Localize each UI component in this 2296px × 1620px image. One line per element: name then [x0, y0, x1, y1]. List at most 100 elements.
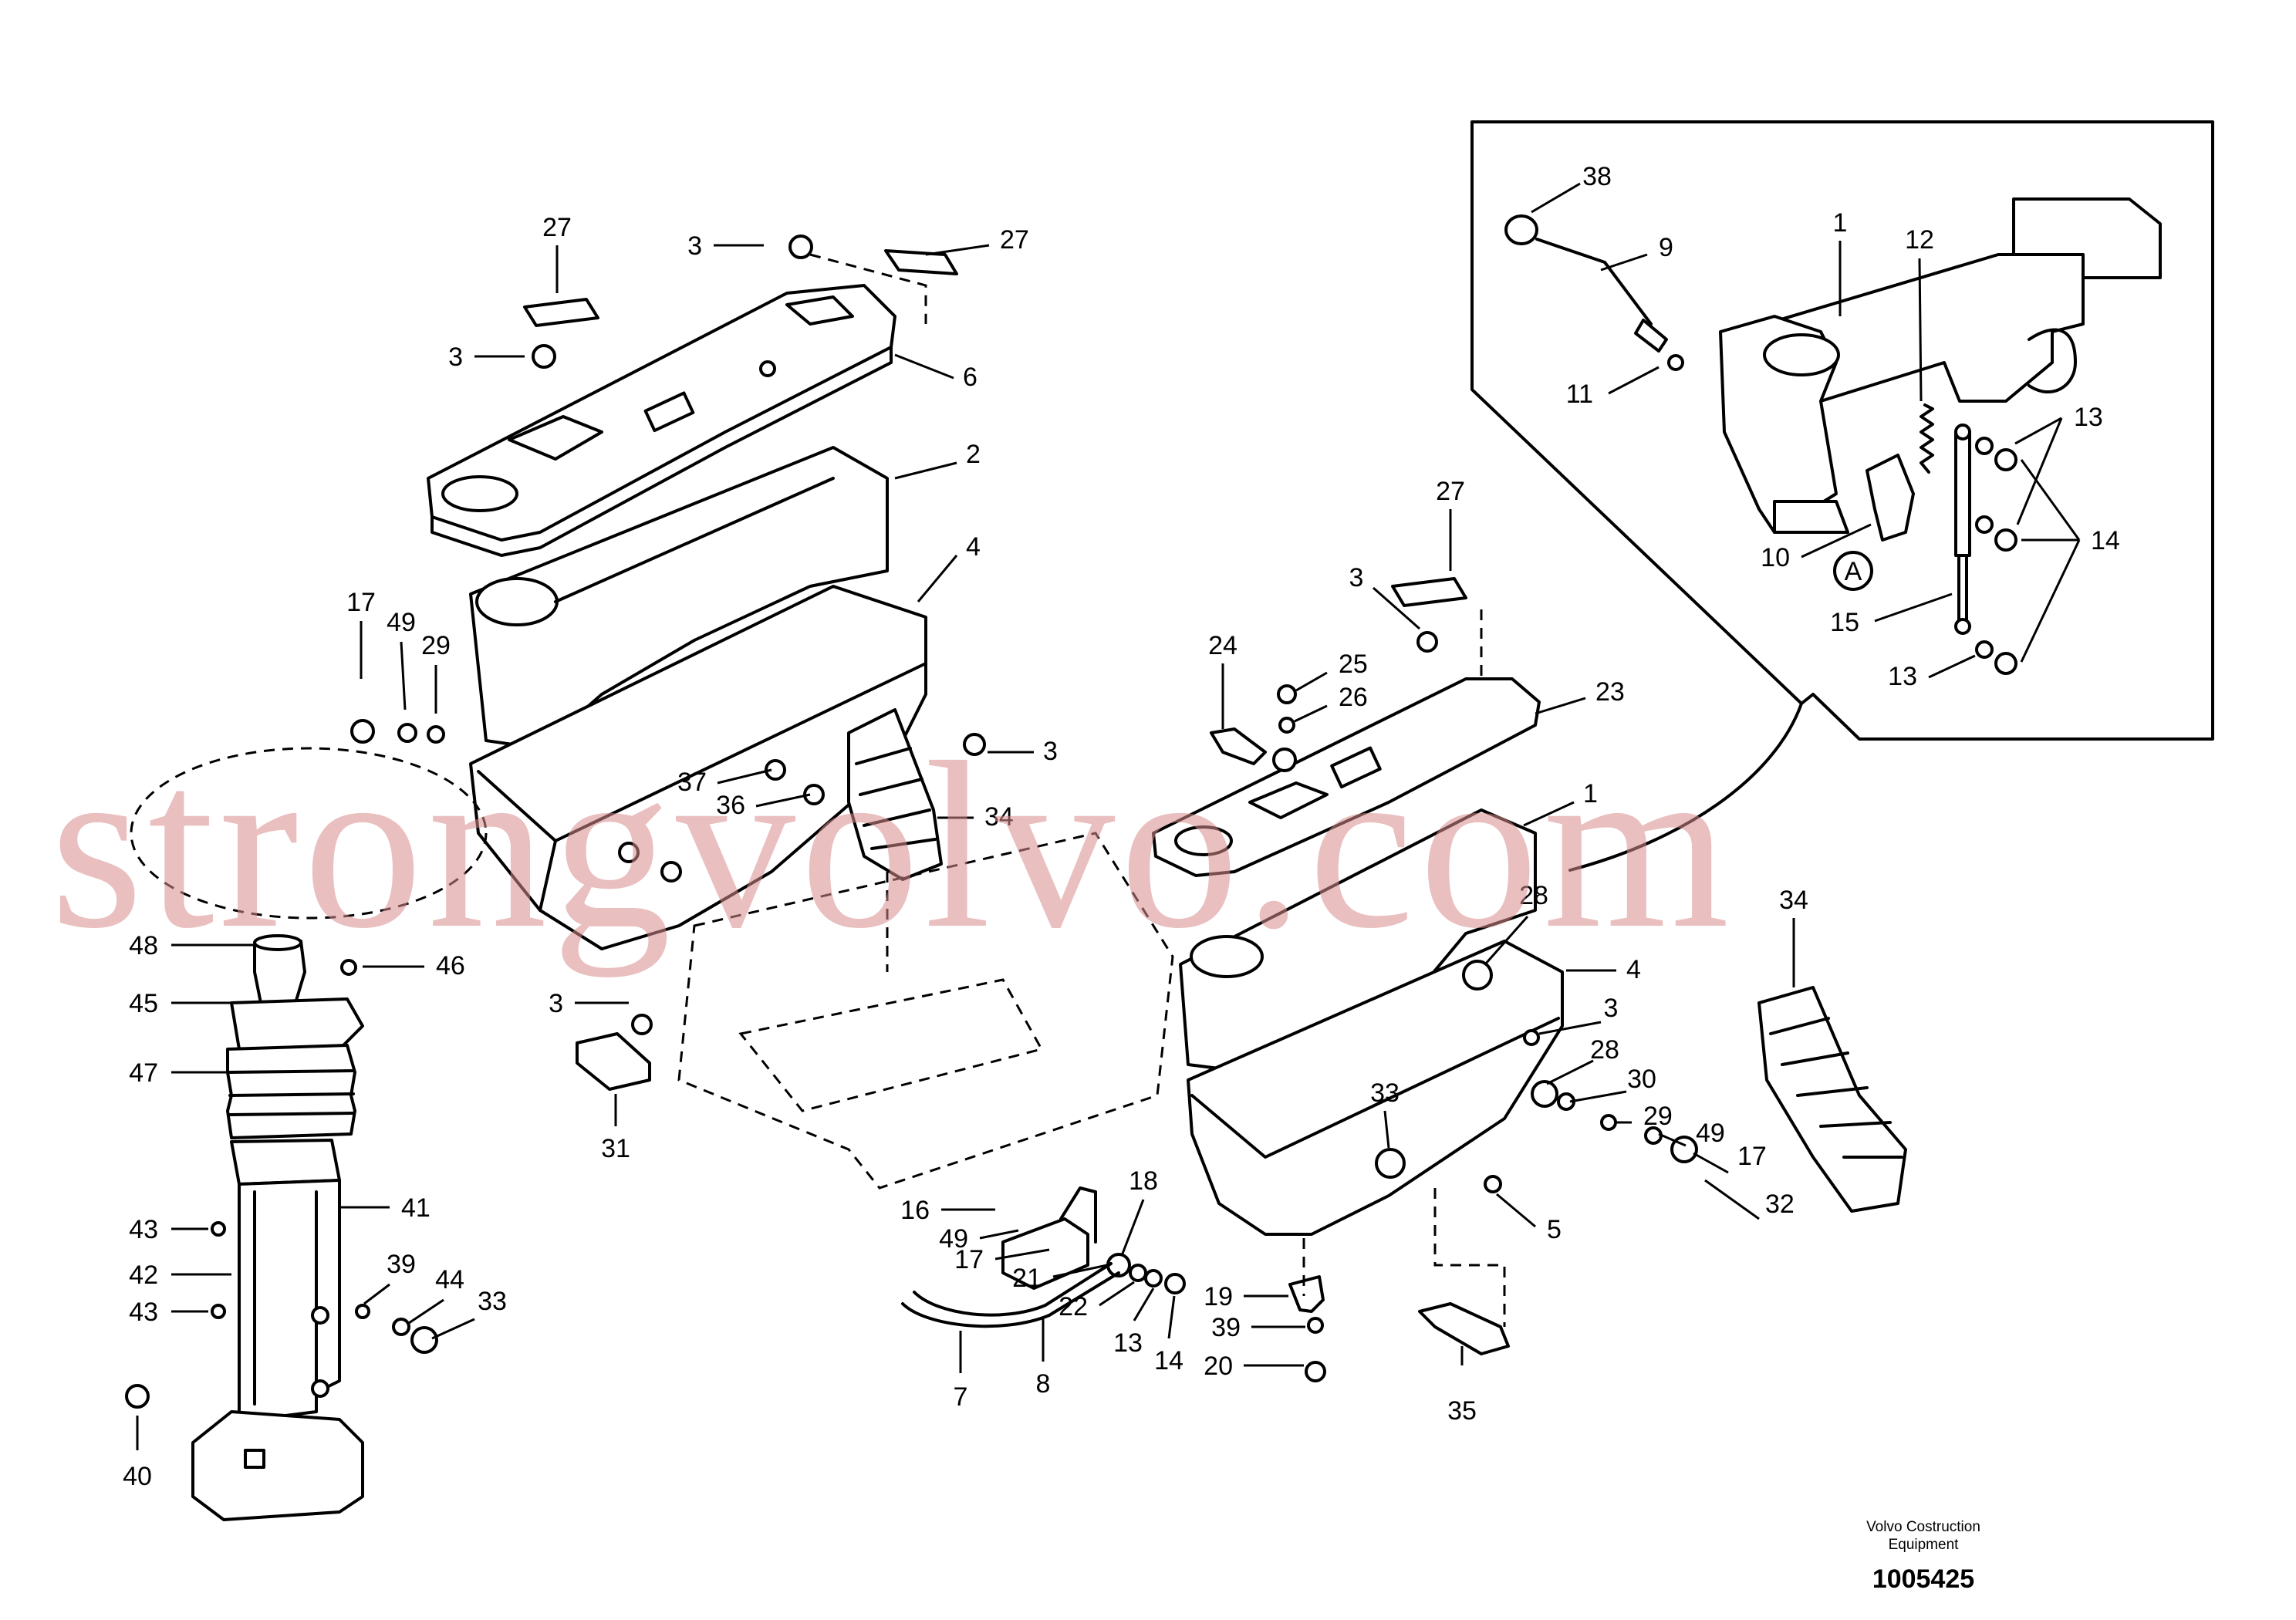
callout-label: 27 [1436, 477, 1465, 506]
footer-company-line2: Equipment [1889, 1537, 1960, 1553]
callout-3e: 3 [1349, 563, 1420, 630]
part-35-bracket [1418, 1302, 1510, 1355]
callout-label: 13 [1888, 662, 1917, 691]
part-16-bracket [1001, 1186, 1097, 1290]
callout-8: 8 [1036, 1319, 1051, 1399]
callout-label: 9 [1659, 233, 1673, 262]
part-4-lower-housing [469, 585, 927, 950]
callout-47: 47 [129, 1058, 228, 1088]
callout-40: 40 [123, 1416, 152, 1491]
callout-label: 3 [448, 343, 463, 372]
callout-14a: 14 [2020, 459, 2120, 663]
part-7-hose [901, 1262, 1120, 1328]
callout-42: 42 [129, 1261, 231, 1290]
callout-label: 34 [984, 802, 1014, 832]
drawing-number: 1005425 [1872, 1564, 1974, 1594]
callout-48: 48 [129, 931, 255, 960]
part-24-lever [1210, 727, 1297, 772]
callout-label: 18 [1129, 1166, 1158, 1196]
callout-6: 6 [894, 353, 977, 392]
callout-label: 41 [401, 1193, 430, 1223]
callout-label: 27 [542, 213, 572, 242]
callout-17b: 17 [1693, 1142, 1767, 1174]
callout-36: 36 [716, 791, 811, 820]
callout-9: 9 [1600, 233, 1673, 272]
callout-label: 28 [1519, 881, 1548, 910]
callout-19: 19 [1204, 1282, 1288, 1311]
callout-49b: 49 [1658, 1119, 1725, 1148]
callout-label: 21 [1012, 1264, 1042, 1293]
watermark-text: strongvolvo.com [50, 714, 1734, 978]
callout-label: 16 [900, 1196, 930, 1225]
callout-7: 7 [954, 1331, 967, 1412]
callout-label: 28 [1590, 1035, 1619, 1065]
callout-label: 4 [1626, 955, 1641, 984]
callout-label: 43 [129, 1215, 158, 1244]
callout-label: 36 [716, 791, 745, 820]
callout-label: 10 [1761, 543, 1790, 572]
callout-label: 42 [129, 1261, 158, 1290]
callout-44: 44 [408, 1265, 464, 1325]
callout-label: 6 [963, 363, 977, 392]
callout-label: 12 [1905, 225, 1934, 255]
callout-label: 1 [1583, 779, 1598, 808]
callout-label: 1 [1833, 208, 1848, 238]
detail-marker-a: A [1833, 551, 1873, 591]
callout-label: 24 [1208, 631, 1237, 660]
part-34-bellows-right [1757, 986, 1907, 1213]
detail-part-15-gas-strut [1954, 424, 1971, 635]
part-45-boot-top [230, 997, 364, 1051]
detail-view-frame [1470, 120, 2214, 872]
part-18-fitting [1106, 1253, 1186, 1294]
callout-label: 33 [478, 1287, 507, 1316]
callout-label: 45 [129, 989, 158, 1018]
callout-label: 37 [677, 768, 707, 797]
callout-label: 34 [1779, 886, 1808, 915]
callout-27b: 27 [925, 225, 1029, 256]
callout-label: 49 [939, 1224, 968, 1254]
callout-14b: 14 [1154, 1295, 1183, 1375]
callout-label: 13 [1113, 1328, 1143, 1358]
part-19-clip [1288, 1275, 1326, 1382]
callout-label: 15 [1830, 608, 1859, 637]
callout-label: 49 [1696, 1119, 1725, 1148]
callout-label: 44 [435, 1265, 464, 1294]
callout-43b: 43 [129, 1298, 208, 1327]
detail-part-9-lever [1504, 214, 1684, 371]
callout-28b: 28 [1546, 1035, 1619, 1085]
callout-21: 21 [1012, 1264, 1108, 1293]
detail-part-12-spring [1920, 403, 1934, 474]
footer-company-line1: Volvo Costruction [1866, 1519, 1980, 1535]
callout-label: 25 [1339, 650, 1368, 679]
callout-39a: 39 [363, 1250, 416, 1305]
callout-13a: 13 [2014, 403, 2103, 525]
callout-38: 38 [1531, 162, 1612, 214]
callout-24: 24 [1208, 631, 1237, 729]
callout-13b: 13 [1888, 654, 1976, 691]
callout-label: 8 [1036, 1369, 1051, 1399]
callout-33a: 33 [431, 1287, 507, 1340]
callout-34b: 34 [1779, 886, 1808, 987]
callout-label: 17 [954, 1245, 984, 1274]
callout-label: 14 [2091, 526, 2120, 555]
callout-label: 26 [1339, 683, 1368, 712]
callout-label: 38 [1582, 162, 1612, 191]
left-dashed-cabin-outline [130, 747, 1174, 1190]
part-34-bellows-left [847, 708, 943, 881]
callout-4a: 4 [917, 532, 981, 602]
callout-label: 14 [1154, 1346, 1183, 1375]
callout-label: 17 [1737, 1142, 1767, 1171]
callout-label: 4 [966, 532, 981, 562]
part-48-knob [253, 934, 306, 1012]
callout-11: 11 [1566, 366, 1660, 409]
callout-label: 3 [549, 989, 563, 1018]
callout-label: 3 [687, 231, 702, 261]
callout-34a: 34 [937, 802, 1014, 832]
callout-5: 5 [1496, 1193, 1562, 1244]
callout-label: 27 [1000, 225, 1029, 255]
callout-25: 25 [1295, 650, 1368, 692]
callout-label: 29 [421, 631, 451, 660]
callout-label: 5 [1547, 1215, 1562, 1244]
callout-20: 20 [1204, 1352, 1304, 1381]
callout-49c: 49 [939, 1224, 1019, 1254]
